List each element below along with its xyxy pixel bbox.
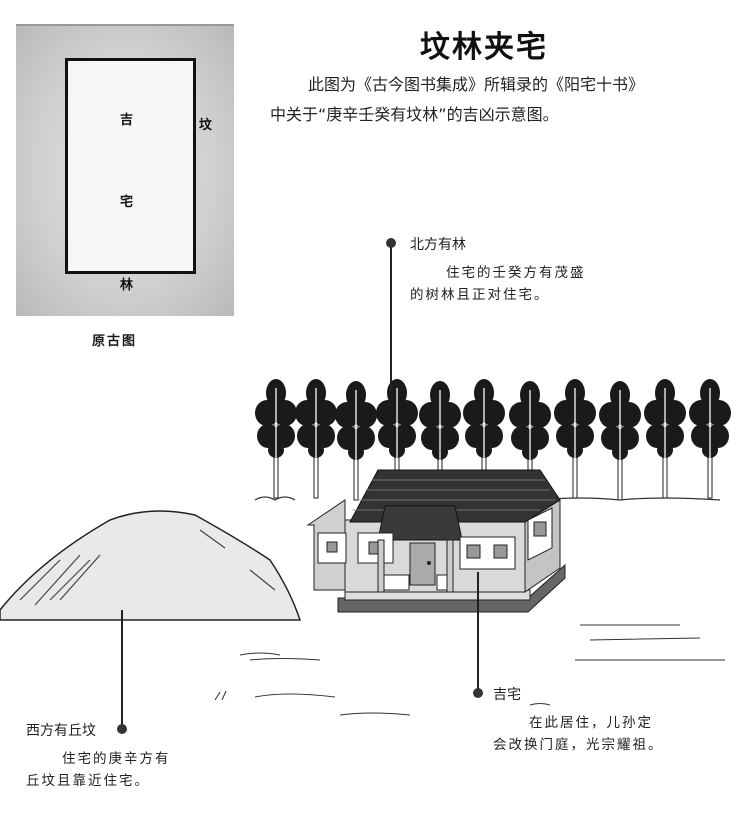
- char-ji: 吉: [120, 113, 134, 128]
- west-callout-dot: [117, 724, 127, 734]
- house: [306, 469, 566, 613]
- char-lin: 林: [120, 278, 134, 293]
- house-callout-desc: 在此居住，儿孙定 会改换门庭，光宗耀祖。: [493, 712, 664, 756]
- char-fen: 坟: [199, 118, 213, 133]
- house-desc-line-1: 在此居住，儿孙定: [529, 715, 653, 731]
- house-callout-dot: [473, 688, 483, 698]
- north-callout-desc: 住宅的壬癸方有茂盛 的树林且正对住宅。: [410, 262, 586, 306]
- north-desc-line-1: 住宅的壬癸方有茂盛: [446, 265, 586, 281]
- char-zhai: 宅: [120, 195, 134, 210]
- west-desc-line-2: 丘坟且靠近住宅。: [26, 773, 150, 789]
- intro-line-1: 此图为《古今图书集成》所辑录的《阳宅十书》: [308, 75, 645, 94]
- grave-mound: [0, 510, 302, 621]
- north-desc-line-2: 的树林且正对住宅。: [410, 287, 550, 303]
- north-callout-dot: [386, 238, 396, 248]
- north-callout-label: 北方有林: [410, 237, 466, 253]
- house-desc-line-2: 会改换门庭，光宗耀祖。: [493, 737, 664, 753]
- west-callout-label: 西方有丘坟: [26, 723, 96, 739]
- house-plot-frame: 吉 宅: [65, 58, 196, 274]
- page-title: 坟林夹宅: [420, 30, 548, 65]
- west-callout-desc: 住宅的庚辛方有 丘坟且靠近住宅。: [26, 748, 171, 792]
- original-ancient-diagram: 吉 宅 坟 林: [16, 24, 234, 316]
- intro-line-2: 中关于“庚辛壬癸有坟林”的吉凶示意图。: [270, 105, 559, 124]
- west-desc-line-1: 住宅的庚辛方有: [62, 751, 171, 767]
- house-callout-label: 吉宅: [493, 687, 521, 703]
- grass: [214, 624, 725, 716]
- figure-caption: 原古图: [92, 334, 138, 349]
- intro-text: 此图为《古今图书集成》所辑录的《阳宅十书》 中关于“庚辛壬癸有坟林”的吉凶示意图…: [270, 70, 740, 130]
